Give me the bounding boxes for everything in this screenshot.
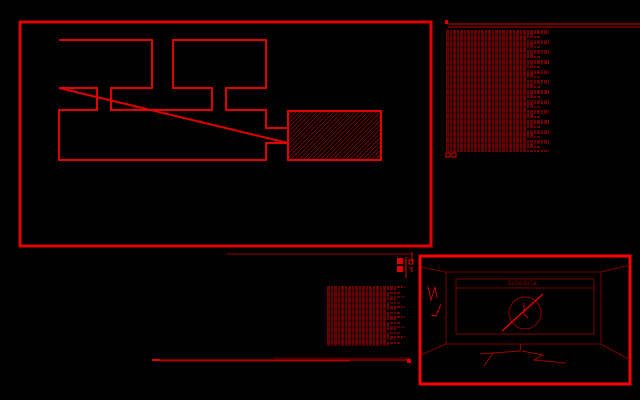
strike-through [501,293,544,332]
screen [455,278,595,335]
baseline-start [152,359,160,361]
clock-hands [523,303,529,319]
preview-viewport-frame[interactable] [418,254,632,386]
screen-title: Schedule [508,280,537,287]
baseline-marker [407,359,411,363]
hatched-region[interactable] [287,110,382,161]
legend-glyph [409,267,413,272]
notes-icon-b[interactable] [451,152,457,158]
annotation-text-block [327,286,405,346]
legend-square-2[interactable] [397,266,403,272]
scribble [427,285,442,317]
clock-icon [508,296,542,330]
notes-text-block [446,30,549,152]
legend-box[interactable] [408,259,414,265]
room-perspective [420,264,631,361]
floor-plan-outline[interactable] [58,39,289,161]
crack [479,343,567,367]
main-viewport-frame[interactable] [18,20,433,248]
legend-square-1[interactable] [397,258,403,264]
notes-icon-a[interactable] [445,152,451,158]
notes-marker [445,20,448,24]
